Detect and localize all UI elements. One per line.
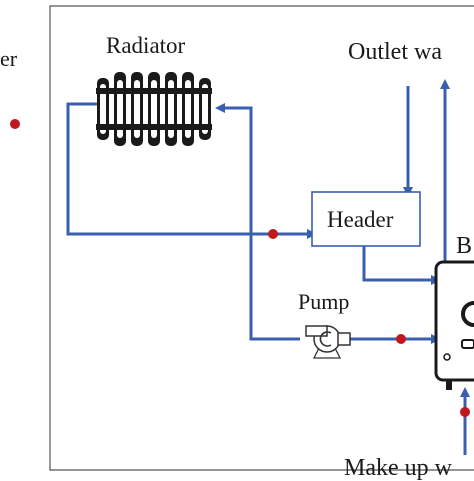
radiator-label: Radiator (106, 33, 186, 58)
header-box (311, 191, 421, 247)
header-boiler-pipe (362, 246, 441, 285)
outlet-water-label: Outlet wa (348, 39, 442, 65)
sensor-dot-left (10, 119, 20, 129)
diagram-frame (49, 5, 474, 471)
radiator-icon (96, 72, 212, 146)
makeup-water-label: Make up w (344, 455, 452, 481)
header-label: Header (327, 207, 394, 232)
pump-label: Pump (298, 289, 350, 314)
sensor-dot-return (268, 229, 278, 239)
boiler-icon (434, 260, 474, 390)
pump-icon (305, 325, 351, 359)
sensor-dot-makeup (460, 407, 470, 417)
left-clipped-label: er (0, 46, 18, 71)
supply-pipe (215, 103, 300, 341)
boiler-label: B (456, 233, 473, 259)
return-pipe (66, 102, 317, 239)
sensor-dot-pump (396, 334, 406, 344)
